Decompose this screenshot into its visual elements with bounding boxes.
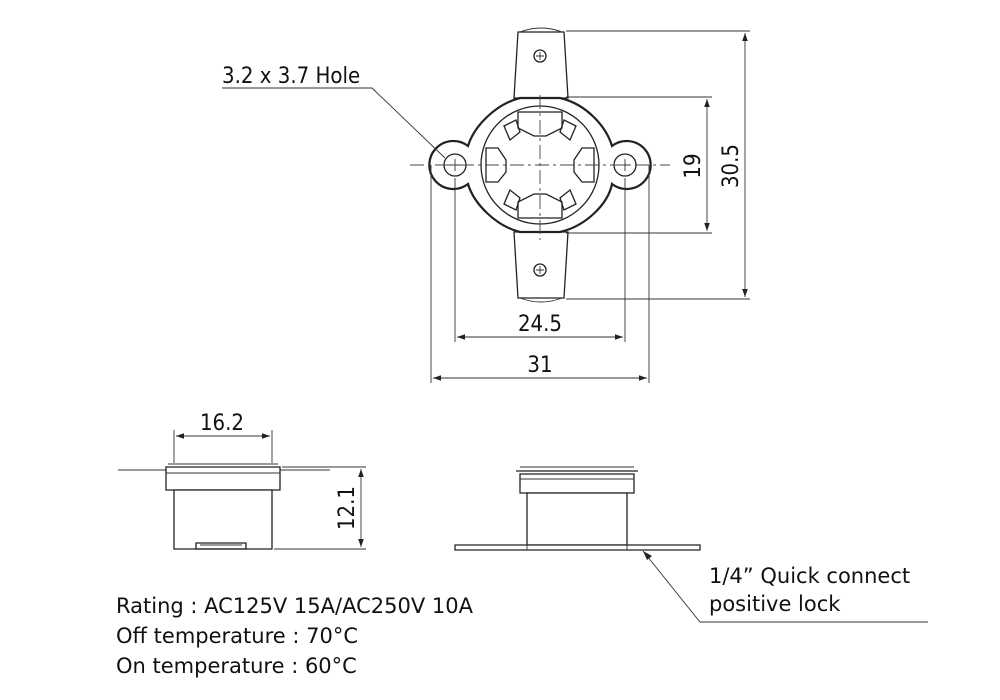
dim-16.2-label: 16.2 [200, 411, 244, 436]
rating-spec: Rating : AC125V 15A/AC250V 10A [116, 594, 473, 618]
side-view-right [454, 466, 928, 623]
top-terminal [513, 27, 569, 99]
dim-19-label: 19 [681, 153, 706, 178]
quick-connect-leader [642, 550, 928, 623]
side-view-left: 16.2 12.1 [118, 411, 366, 550]
on-temperature-spec: On temperature : 60°C [116, 654, 357, 678]
off-temperature-spec: Off temperature : 70°C [116, 624, 358, 648]
dim-12.1-label: 12.1 [335, 486, 360, 530]
dim-31-label: 31 [527, 353, 552, 378]
hole-label: 3.2 x 3.7 Hole [222, 64, 360, 89]
positive-lock-label: positive lock [709, 592, 841, 616]
quick-connect-label: 1/4” Quick connect [709, 564, 911, 588]
inner-segments [485, 111, 595, 219]
bottom-terminal [513, 231, 569, 303]
dim-30.5-label: 30.5 [719, 144, 744, 188]
top-view: 3.2 x 3.7 Hole 19 30.5 24.5 31 [222, 27, 750, 383]
dim-24.5-label: 24.5 [518, 312, 562, 337]
hole-leader [222, 87, 446, 159]
